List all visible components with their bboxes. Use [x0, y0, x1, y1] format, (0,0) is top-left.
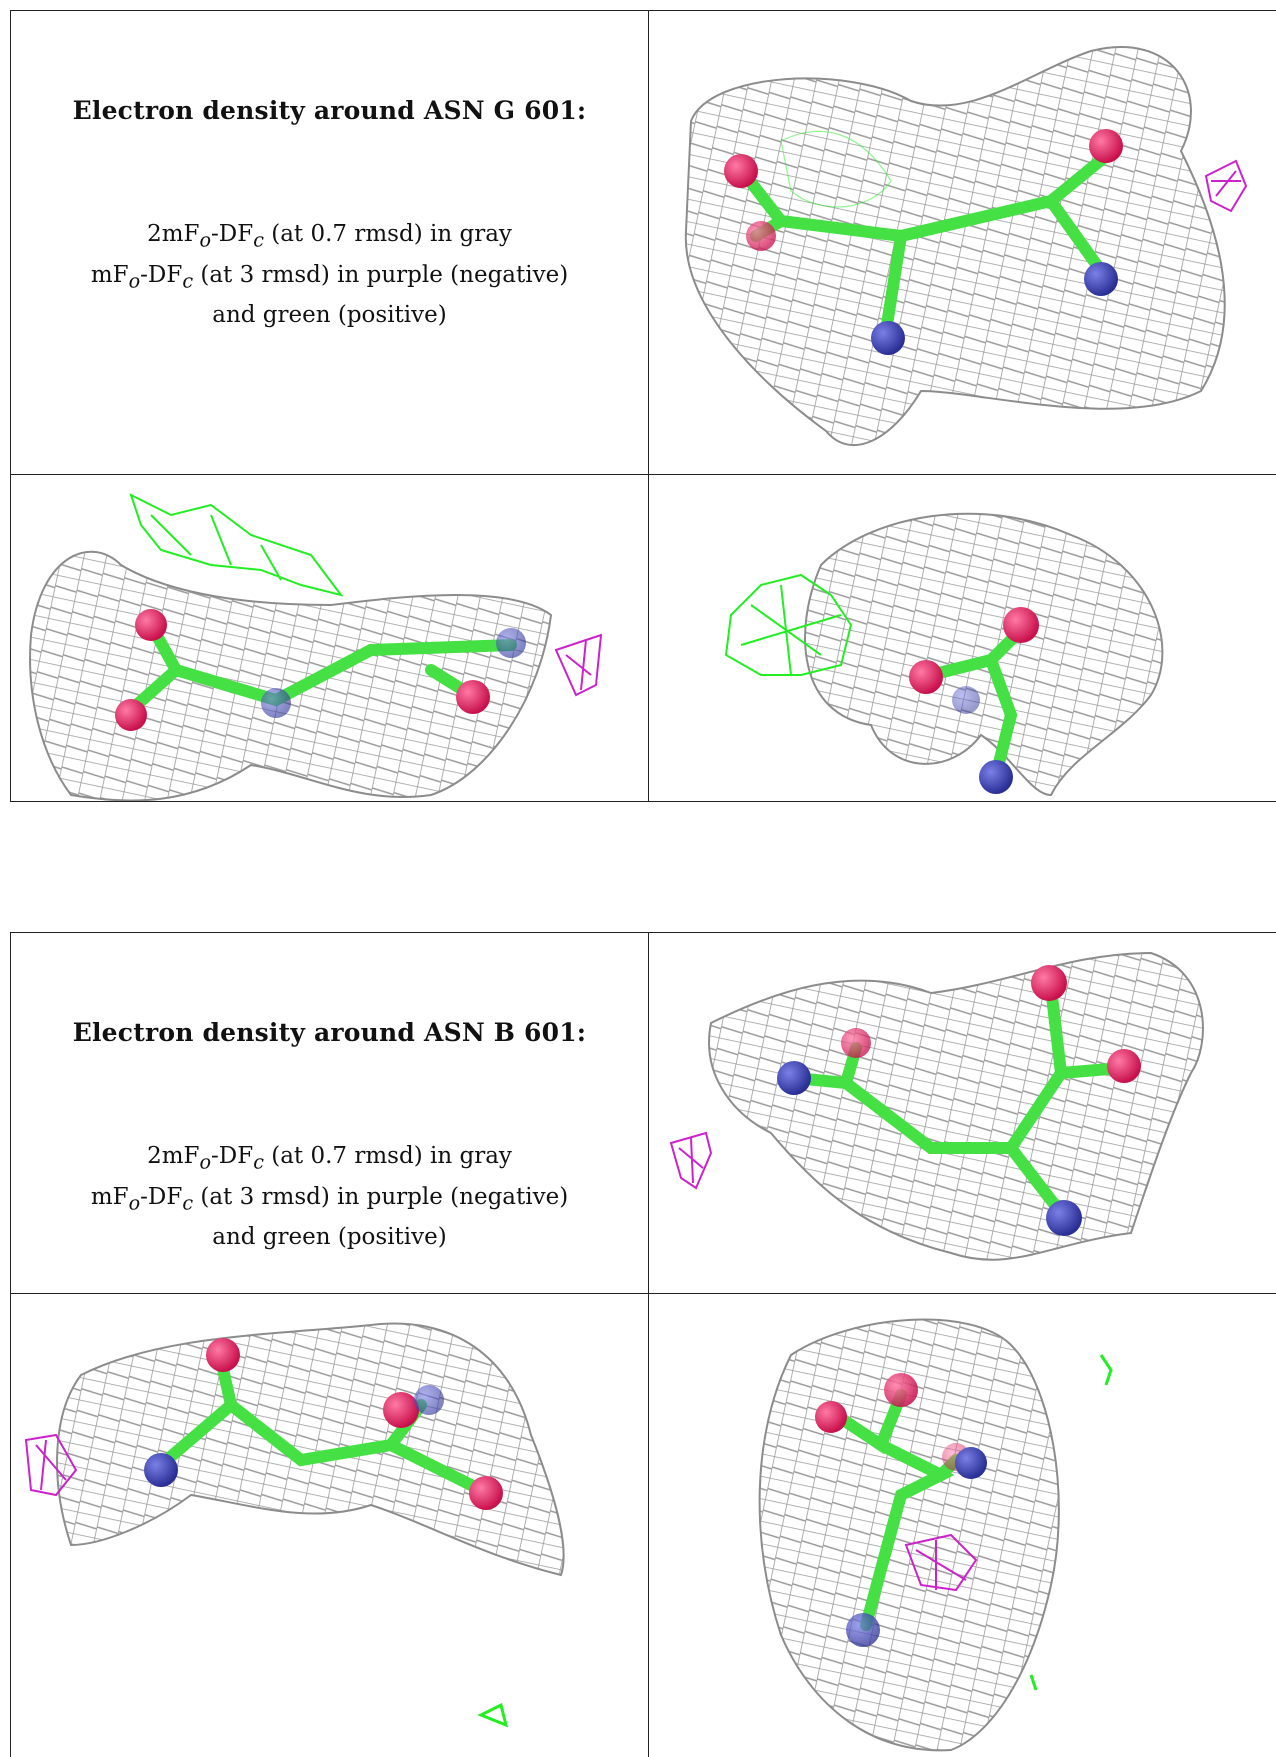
- green-density-mesh: [129, 493, 344, 597]
- purple-density-mesh: [904, 1533, 978, 1592]
- density-view-bottom-left: [11, 475, 647, 801]
- oxygen-atom: [1003, 607, 1039, 643]
- gray-density-mesh: [29, 550, 553, 801]
- caption-line-2mfo-dfc: 2mFo-DFc (at 0.7 rmsd) in gray: [147, 221, 512, 252]
- table-vertical-divider: [648, 933, 649, 1757]
- asn-stick-model: [925, 624, 1027, 781]
- table-vertical-divider: [648, 11, 649, 801]
- density-figure-asn-b601: Electron density around ASN B 601: 2mFo-…: [10, 932, 1276, 1757]
- nitrogen-atom: [871, 321, 905, 355]
- density-view-bottom-right: [651, 1295, 1276, 1757]
- purple-density-mesh: [669, 1131, 713, 1190]
- caption-line-2mfo-dfc: 2mFo-DFc (at 0.7 rmsd) in gray: [147, 1143, 512, 1174]
- oxygen-atom: [115, 699, 147, 731]
- caption-asn-g601: Electron density around ASN G 601: 2mFo-…: [11, 96, 648, 332]
- density-view-bottom-right: [651, 475, 1276, 801]
- nitrogen-atom: [414, 1385, 444, 1415]
- oxygen-atom: [469, 1476, 503, 1510]
- green-density-mesh: [780, 130, 892, 208]
- oxygen-atom: [841, 1028, 871, 1058]
- nitrogen-atom: [1046, 1200, 1082, 1236]
- nitrogen-atom: [952, 686, 980, 714]
- asn-stick-model: [740, 150, 1112, 337]
- density-view-top-right: [651, 11, 1276, 473]
- oxygen-atom: [884, 1373, 918, 1407]
- density-view-bottom-left: [11, 1295, 647, 1757]
- table-horizontal-divider: [11, 474, 1276, 475]
- oxygen-atom: [724, 154, 758, 188]
- nitrogen-atom: [144, 1453, 178, 1487]
- oxygen-atom: [206, 1338, 240, 1372]
- nitrogen-atom: [979, 760, 1013, 794]
- caption-asn-b601: Electron density around ASN B 601: 2mFo-…: [11, 1018, 648, 1254]
- nitrogen-atom: [261, 688, 291, 718]
- density-view-top-right: [651, 933, 1276, 1291]
- caption-line-colors: and green (positive): [212, 302, 447, 329]
- nitrogen-atom: [955, 1447, 987, 1479]
- oxygen-atom: [456, 680, 490, 714]
- table-horizontal-divider: [11, 1293, 1276, 1294]
- caption-line-mfo-dfc: mFo-DFc (at 3 rmsd) in purple (negative): [90, 261, 569, 293]
- purple-density-mesh: [1204, 159, 1248, 213]
- caption-title: Electron density around ASN B 601:: [72, 1018, 587, 1047]
- oxygen-atom: [909, 660, 943, 694]
- oxygen-atom: [815, 1401, 847, 1433]
- oxygen-atom: [135, 609, 167, 641]
- caption-line-mfo-dfc: mFo-DFc (at 3 rmsd) in purple (negative): [90, 1183, 569, 1215]
- oxygen-atom: [383, 1392, 419, 1428]
- gray-density-mesh: [56, 1322, 565, 1577]
- purple-density-mesh: [554, 633, 603, 697]
- density-figure-asn-g601: Electron density around ASN G 601: 2mFo-…: [10, 10, 1276, 802]
- caption-title: Electron density around ASN G 601:: [72, 96, 587, 125]
- oxygen-atom: [1107, 1049, 1141, 1083]
- purple-density-mesh: [24, 1433, 78, 1497]
- caption-line-colors: and green (positive): [212, 1224, 447, 1251]
- oxygen-atom: [1089, 129, 1123, 163]
- oxygen-atom: [1031, 965, 1067, 1001]
- nitrogen-atom: [846, 1613, 880, 1647]
- gray-density-mesh: [804, 512, 1164, 797]
- green-density-mesh: [477, 1702, 509, 1728]
- nitrogen-atom: [1084, 262, 1118, 296]
- nitrogen-atom: [777, 1061, 811, 1095]
- green-density-mesh: [1029, 1354, 1113, 1691]
- nitrogen-atom: [496, 628, 526, 658]
- oxygen-atom: [746, 221, 776, 251]
- green-density-mesh: [724, 573, 853, 676]
- gray-density-mesh: [708, 951, 1204, 1261]
